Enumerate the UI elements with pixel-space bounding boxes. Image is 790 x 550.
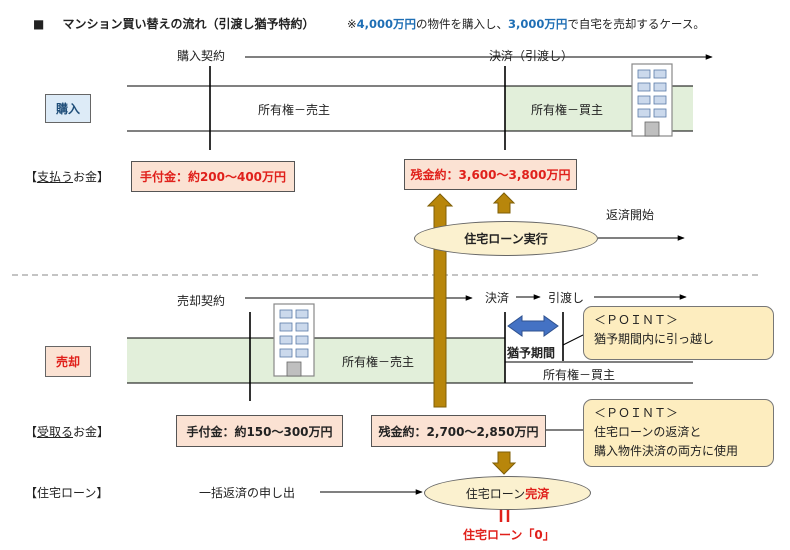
- recv-label-close: お金】: [73, 425, 110, 439]
- grace-period-label: 猶予期間: [507, 344, 556, 361]
- recv-label-underlined: 受取る: [37, 425, 74, 439]
- point-text-grace: 猶予期間内に引っ越し: [594, 332, 715, 346]
- header-square: ■: [33, 17, 45, 31]
- point-heading-1: ＜ＰＯＩＮＴ＞: [594, 313, 679, 327]
- point-box-grace: ＜ＰＯＩＮＴ＞ 猶予期間内に引っ越し: [583, 306, 774, 360]
- receive-money-label: 【受取るお金】: [25, 423, 109, 440]
- sale-settlement-label: 決済: [485, 291, 510, 305]
- purchase-contract-label: 購入契約: [177, 49, 226, 63]
- building-icon-sale: [273, 303, 315, 377]
- point-heading-2: ＜ＰＯＩＮＴ＞: [594, 406, 679, 420]
- loan-to-balance-arrow: [492, 192, 516, 214]
- sale-contract-label: 売却契約: [177, 294, 226, 308]
- note-sell-price: 3,000万円: [508, 17, 568, 31]
- loan-payoff-ellipse: 住宅ローン完済: [424, 476, 591, 510]
- pay-label-close: お金】: [73, 170, 110, 184]
- note-buy-price: 4,000万円: [356, 17, 417, 31]
- pay-label-underlined: 支払う: [37, 170, 74, 184]
- grace-period-arrow: [507, 315, 559, 337]
- recv-label-open: 【: [25, 425, 38, 439]
- repayment-start-label: 返済開始: [606, 208, 655, 222]
- sale-seller-band: [127, 338, 505, 383]
- sale-ownership-seller: 所有権－売主: [342, 355, 415, 369]
- sale-deposit-box: 手付金：約150～300万円: [176, 415, 343, 447]
- sale-handover-label: 引渡し: [548, 291, 585, 305]
- point-text-usage-1: 住宅ローンの返済と: [594, 425, 702, 439]
- loan-execution-ellipse: 住宅ローン実行: [414, 221, 598, 256]
- lump-sum-request-label: 一括返済の申し出: [199, 486, 296, 500]
- header-note: ※4,000万円の物件を購入し、3,000万円で自宅を売却するケース。: [347, 16, 705, 32]
- note-mid: の物件を購入し、: [416, 17, 509, 31]
- header-title: ■ マンション買い替えの流れ（引渡し猶予特約）: [33, 15, 315, 32]
- purchase-settlement-label: 決済（引渡し）: [489, 49, 574, 63]
- purchase-ownership-seller: 所有権－売主: [258, 103, 331, 117]
- note-suffix: で自宅を売却するケース。: [567, 17, 705, 31]
- point-box-usage: ＜ＰＯＩＮＴ＞ 住宅ローンの返済と 購入物件決済の両方に使用: [583, 399, 774, 467]
- purchase-ownership-buyer: 所有権－買主: [531, 103, 604, 117]
- purchase-tag: 購入: [45, 94, 91, 123]
- balance-to-payoff-arrow: [491, 451, 517, 475]
- loan-label: 【住宅ローン】: [25, 486, 109, 500]
- purchase-deposit-box: 手付金：約200～400万円: [131, 161, 295, 192]
- point-text-usage-2: 購入物件決済の両方に使用: [594, 444, 739, 458]
- header-title-text: マンション買い替えの流れ（引渡し猶予特約）: [62, 17, 315, 31]
- loan-zero-label: 住宅ローン「0」: [463, 528, 555, 542]
- note-prefix: ※: [347, 17, 357, 31]
- pay-label-open: 【: [25, 170, 38, 184]
- pay-money-label: 【支払うお金】: [25, 168, 109, 185]
- purchase-balance-box: 残金約：3,600～3,800万円: [404, 159, 577, 190]
- loan-payoff-text: 住宅ローン: [465, 486, 526, 501]
- sale-ownership-buyer: 所有権－買主: [543, 368, 616, 382]
- building-icon-purchase: [631, 63, 673, 137]
- sale-tag: 売却: [45, 346, 91, 377]
- loan-payoff-complete: 完済: [525, 486, 550, 501]
- sale-balance-box: 残金約：2,700～2,850万円: [371, 415, 546, 447]
